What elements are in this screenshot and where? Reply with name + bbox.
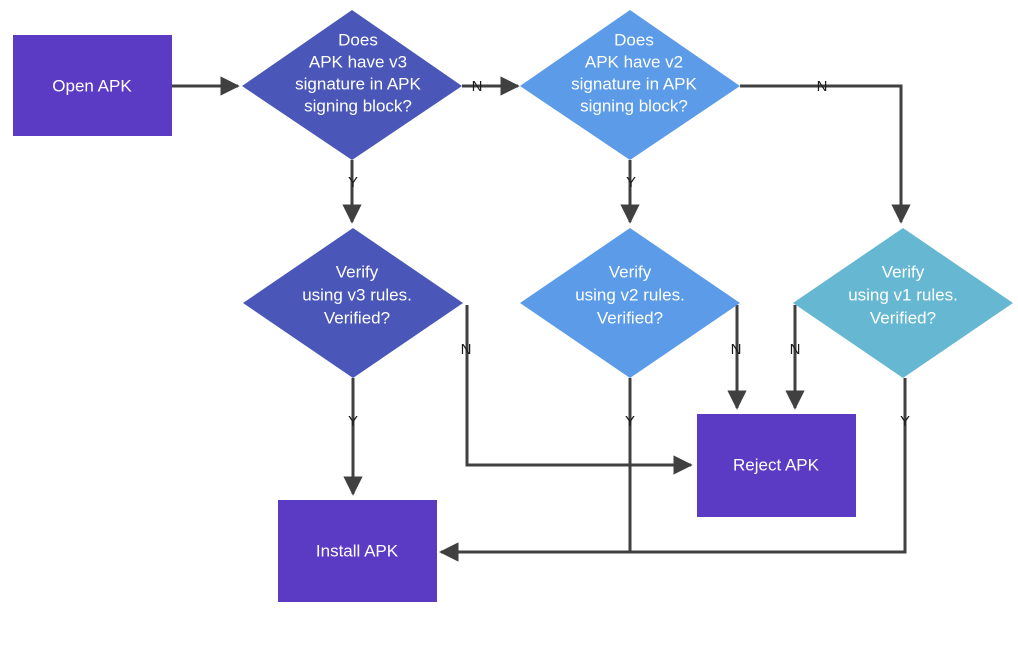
install-apk-label: Install APK	[316, 541, 399, 560]
reject-apk-shape	[697, 414, 856, 517]
edge-verify-v1-no-to-reject: N	[785, 305, 805, 410]
edge-label-v3-yes: Y	[348, 174, 358, 191]
edge-label-verify-v1-no: N	[790, 341, 801, 358]
node-install-apk[interactable]: Install APK	[278, 500, 437, 602]
verify-v1-label-line-1: Verify	[882, 262, 925, 281]
node-reject-apk[interactable]: Reject APK	[697, 414, 856, 517]
node-has-v3-signature[interactable]: Does APK have v3 signature in APK signin…	[242, 10, 462, 160]
has-v3-shape	[242, 10, 462, 160]
edge-label-v2-no: N	[817, 78, 828, 95]
edge-v3-no-to-v2: N	[462, 76, 520, 96]
edge-v2-yes-to-verify-v2: Y	[620, 160, 640, 224]
open-apk-label: Open APK	[52, 76, 132, 95]
verify-v1-label-line-2: using v1 rules.	[848, 285, 958, 304]
has-v2-label-line-3: signature in APK	[571, 74, 697, 93]
edge-label-verify-v2-no: N	[731, 341, 742, 358]
node-has-v2-signature[interactable]: Does APK have v2 signature in APK signin…	[520, 10, 740, 160]
has-v2-shape	[520, 10, 740, 160]
node-verify-v3[interactable]: Verify using v3 rules. Verified?	[243, 228, 463, 378]
edge-label-verify-v3-yes: Y	[348, 413, 358, 430]
edge-label-verify-v2-yes: Y	[625, 413, 635, 430]
edge-verify-v3-yes-to-install: Y	[343, 378, 363, 496]
edge-v2-no-to-verify-v1: N	[740, 78, 911, 224]
edge-label-verify-v3-no: N	[461, 341, 472, 358]
has-v3-label-line-1: Does	[338, 30, 378, 49]
open-apk-shape	[13, 35, 172, 136]
verify-v2-shape	[520, 228, 740, 378]
edge-verify-v3-no-to-reject: N	[461, 305, 693, 475]
reject-apk-label: Reject APK	[733, 455, 820, 474]
verify-v3-label-line-1: Verify	[336, 262, 379, 281]
edge-label-verify-v1-yes: Y	[900, 413, 910, 430]
verify-v2-label-line-1: Verify	[609, 262, 652, 281]
node-open-apk[interactable]: Open APK	[13, 35, 172, 136]
install-apk-shape	[278, 500, 437, 602]
has-v3-label-line-4: signing block?	[304, 96, 412, 115]
edge-label-v3-no: N	[472, 78, 483, 95]
has-v2-label-line-2: APK have v2	[585, 52, 683, 71]
verify-v1-label-line-3: Verified?	[870, 308, 936, 327]
has-v2-label-line-4: signing block?	[580, 96, 688, 115]
verify-v2-label-line-3: Verified?	[597, 308, 663, 327]
verify-v3-shape	[243, 228, 463, 378]
has-v3-label-line-2: APK have v3	[309, 52, 407, 71]
edge-label-v2-yes: Y	[626, 174, 636, 191]
has-v3-label-line-3: signature in APK	[295, 74, 421, 93]
verify-v1-shape	[793, 228, 1013, 378]
edge-verify-v2-no-to-reject: N	[727, 305, 747, 410]
verify-v3-label-line-3: Verified?	[324, 308, 390, 327]
verify-v2-label-line-2: using v2 rules.	[575, 285, 685, 304]
edge-v3-yes-to-verify-v3: Y	[342, 160, 362, 224]
edge-verify-v1-yes-to-install: Y	[439, 378, 910, 562]
node-verify-v2[interactable]: Verify using v2 rules. Verified?	[520, 228, 740, 378]
verify-v3-label-line-2: using v3 rules.	[302, 285, 412, 304]
node-verify-v1[interactable]: Verify using v1 rules. Verified?	[793, 228, 1013, 378]
has-v2-label-line-1: Does	[614, 30, 654, 49]
